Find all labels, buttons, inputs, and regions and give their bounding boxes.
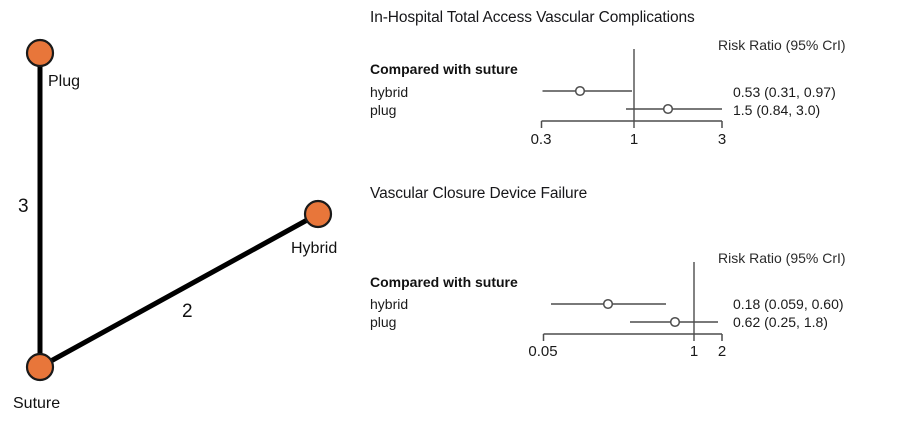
network-node-hybrid[interactable] (303, 199, 333, 229)
forest-plot-in-hospital-complications: In-Hospital Total Access Vascular Compli… (0, 0, 904, 170)
forest-plot-vcd-failure: Vascular Closure Device Failure Risk Rat… (0, 170, 904, 380)
network-edge-weight-suture-hybrid: 2 (182, 301, 193, 322)
axis-tick-label-2-high: 2 (717, 343, 727, 360)
risk-ratio-column-header-2: Risk Ratio (95% CrI) (718, 250, 846, 266)
risk-ratio-column-header-1: Risk Ratio (95% CrI) (718, 37, 846, 53)
forest-row-label-hybrid-2: hybrid (370, 296, 409, 312)
forest-row-estimate-hybrid-1: 0.53 (0.31, 0.97) (733, 84, 836, 100)
axis-tick-label-1-low: 0.3 (530, 131, 552, 148)
plot-title-1: In-Hospital Total Access Vascular Compli… (370, 9, 695, 26)
comparison-group-label-2: Compared with suture (370, 274, 518, 290)
axis-tick-label-2-low: 0.05 (528, 343, 558, 360)
estimate-marker-hybrid-2 (602, 298, 614, 310)
forest-graphic-2 (542, 262, 723, 341)
network-node-label-suture: Suture (13, 395, 60, 412)
forest-row-label-hybrid-1: hybrid (370, 84, 409, 100)
plot-title-2: Vascular Closure Device Failure (370, 185, 588, 202)
forest-row-estimate-plug-2: 0.62 (0.25, 1.8) (733, 314, 828, 330)
axis-bracket-2 (542, 333, 723, 341)
estimate-marker-plug-2 (669, 316, 681, 328)
network-geometry-diagram: Plug Hybrid Suture 3 2 (0, 0, 360, 422)
axis-bracket-1 (540, 120, 723, 128)
estimate-marker-plug-1 (662, 103, 674, 115)
axis-tick-label-2-mid: 1 (689, 343, 699, 360)
forest-row-label-plug-1: plug (370, 102, 397, 118)
axis-tick-label-1-mid: 1 (629, 131, 639, 148)
comparison-group-label-1: Compared with suture (370, 61, 518, 77)
forest-graphic-1 (540, 49, 723, 128)
network-node-label-plug: Plug (48, 73, 80, 90)
network-node-label-hybrid: Hybrid (291, 240, 337, 257)
estimate-marker-hybrid-1 (574, 85, 586, 97)
network-edge-suture-hybrid (38, 211, 320, 370)
network-edge-weight-plug-suture: 3 (18, 196, 29, 217)
network-node-suture[interactable] (25, 352, 55, 382)
forest-row-estimate-hybrid-2: 0.18 (0.059, 0.60) (733, 296, 844, 312)
network-node-plug[interactable] (25, 38, 55, 68)
forest-row-label-plug-2: plug (370, 314, 397, 330)
axis-tick-label-1-high: 3 (717, 131, 727, 148)
forest-row-estimate-plug-1: 1.5 (0.84, 3.0) (733, 102, 821, 118)
